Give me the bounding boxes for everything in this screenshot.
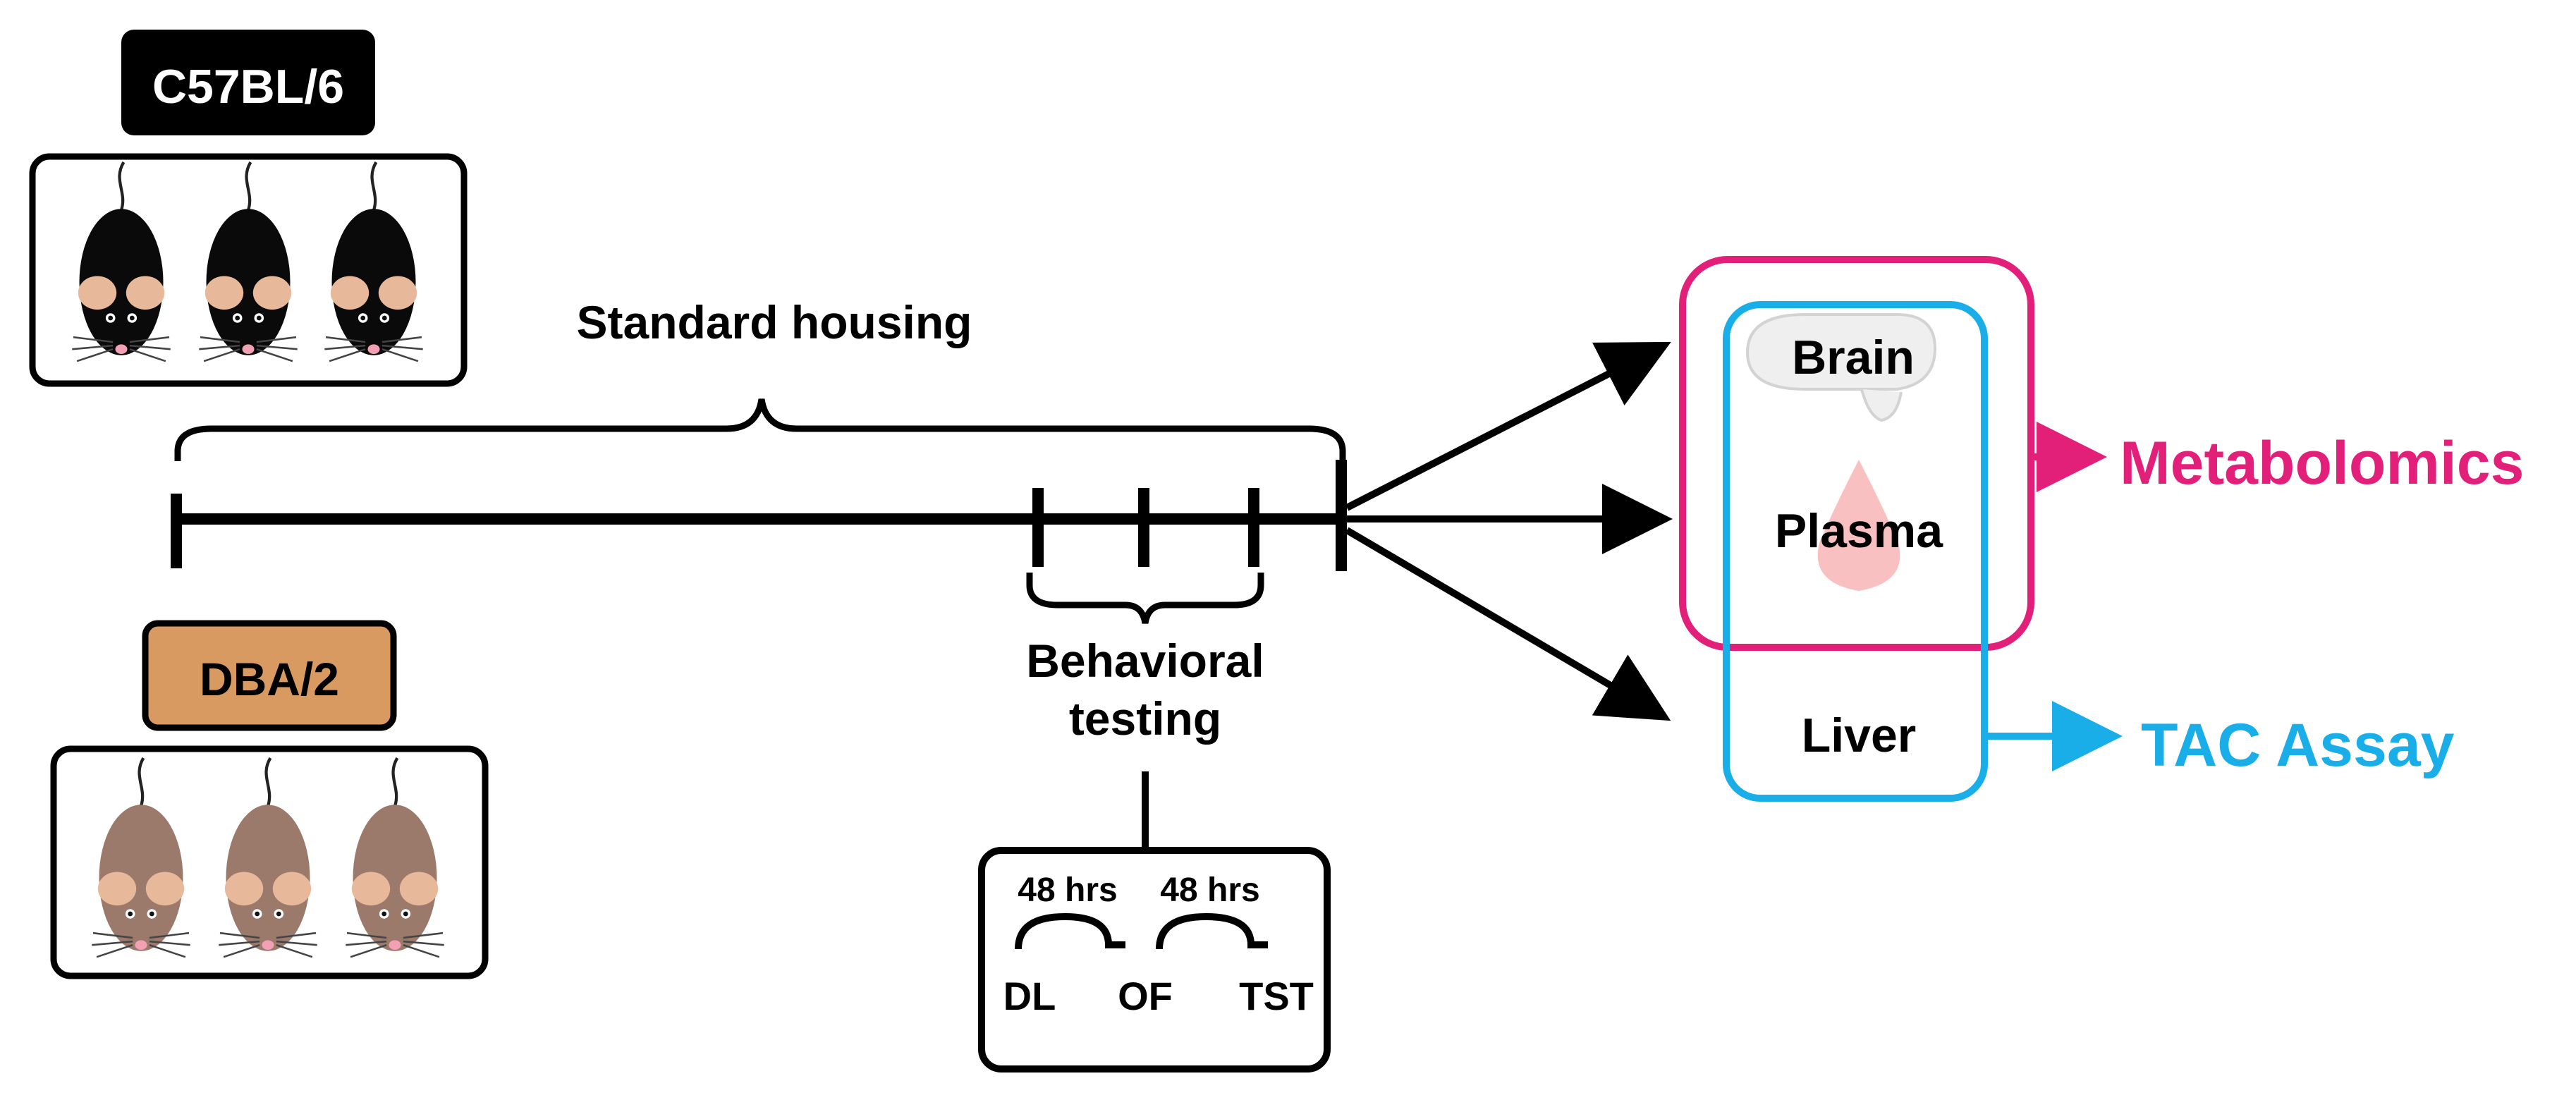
metabolomics-label: Metabolomics: [2120, 429, 2524, 497]
liver-label: Liver: [1802, 709, 1917, 762]
interval-arc: [1156, 912, 1268, 950]
tissue-arrows: [1345, 341, 1673, 721]
plasma-label: Plasma: [1775, 504, 1943, 558]
test-label: OF: [1118, 974, 1173, 1018]
test-label: TST: [1239, 974, 1314, 1018]
test-label: DL: [1003, 974, 1056, 1018]
c57-label-tag: [121, 30, 375, 135]
curly-brace-icon: [174, 398, 1346, 461]
tac-label: TAC Assay: [2141, 711, 2455, 779]
dba-group: DBA/2: [50, 620, 489, 979]
blood-drop-icon: [1817, 460, 1900, 591]
brain-icon: [1745, 313, 1937, 422]
tac-group-box: [1723, 301, 1988, 802]
timeline: [171, 460, 1347, 571]
housing-label: Standard housing: [577, 296, 972, 348]
behavior-label-line1: Behavioral: [1026, 635, 1264, 687]
behavior-label-line2: testing: [1069, 692, 1221, 745]
curly-brace-icon: [1026, 573, 1264, 624]
arrow-icon: [1345, 341, 1671, 511]
test-schedule-box: 48 hrs 48 hrs DL OF TST: [978, 847, 1331, 1072]
c57-group: C57BL/6: [29, 30, 468, 387]
dba-label-tag: [142, 620, 397, 731]
brain-label: Brain: [1792, 331, 1915, 384]
c57-label: C57BL/6: [152, 60, 344, 114]
interval-arc: [1015, 912, 1125, 950]
interval-label: 48 hrs: [1160, 872, 1259, 909]
interval-label: 48 hrs: [1018, 872, 1117, 909]
dba-label: DBA/2: [200, 653, 339, 705]
arrow-icon: [1345, 527, 1671, 721]
